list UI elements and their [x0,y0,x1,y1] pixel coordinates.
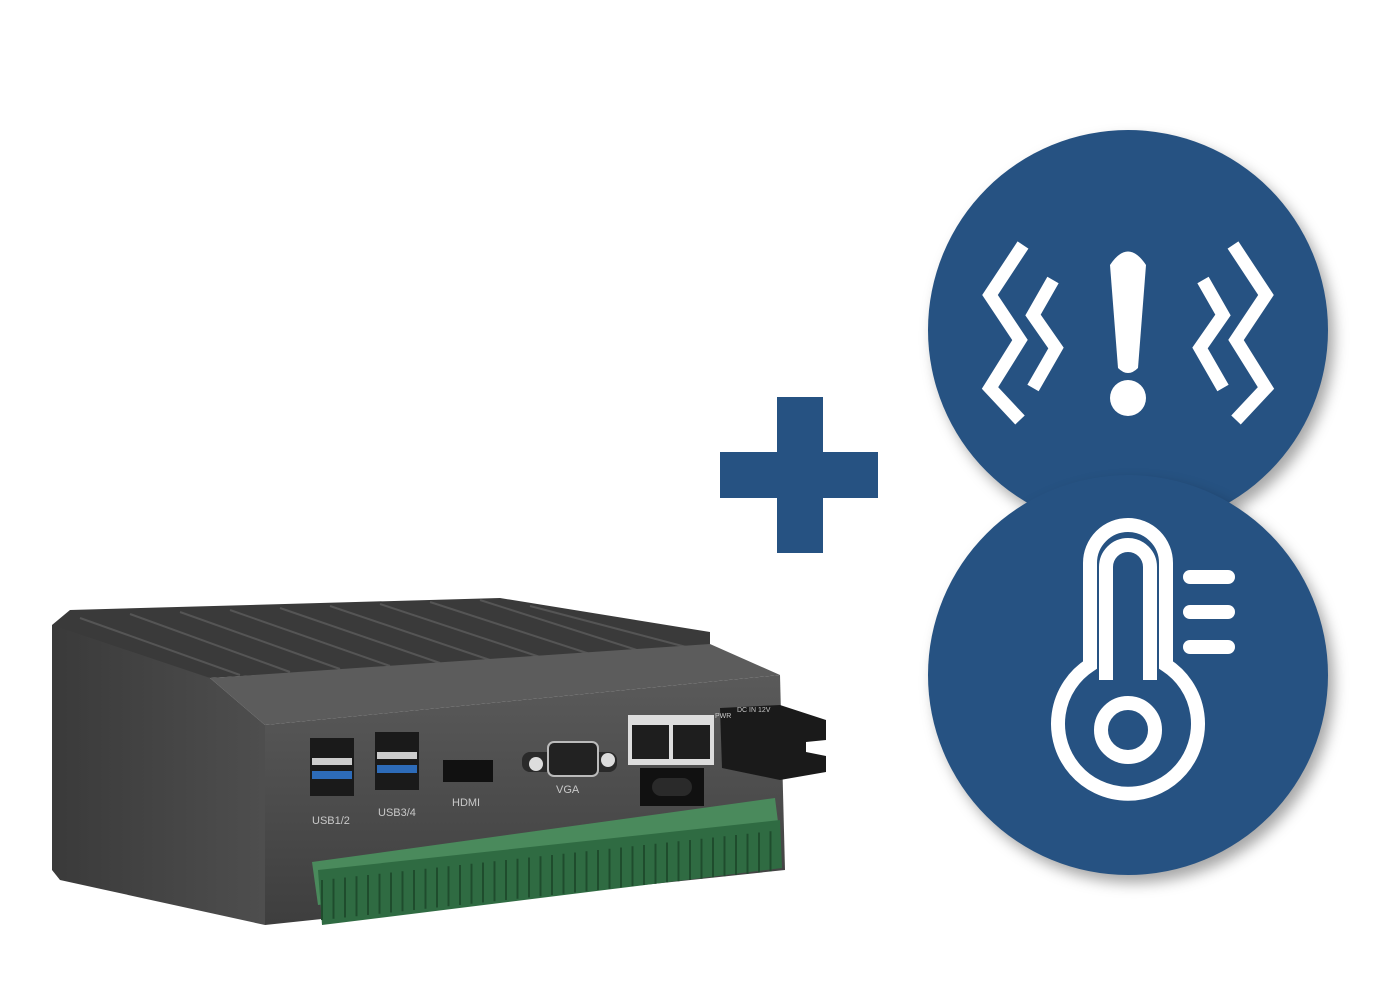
usb-port-1-2 [310,738,354,796]
ethernet-ports [628,715,714,765]
vga-port [522,741,617,777]
label-dc-in: DC IN 12V [737,707,771,714]
usb-port-3-4 [375,732,419,790]
hdmi-port [443,760,493,782]
power-switch [640,768,704,806]
heatsink-fins [52,598,710,678]
label-hdmi: HDMI [452,797,480,809]
vibration-alert-icon [928,130,1328,530]
chassis-side [52,625,265,925]
label-pwr: PWR [715,713,731,720]
label-usb12: USB1/2 [312,815,350,827]
dc-power-connector [720,705,826,780]
thermometer-icon [928,475,1328,875]
label-usb34: USB3/4 [378,807,416,819]
label-vga: VGA [556,784,580,796]
